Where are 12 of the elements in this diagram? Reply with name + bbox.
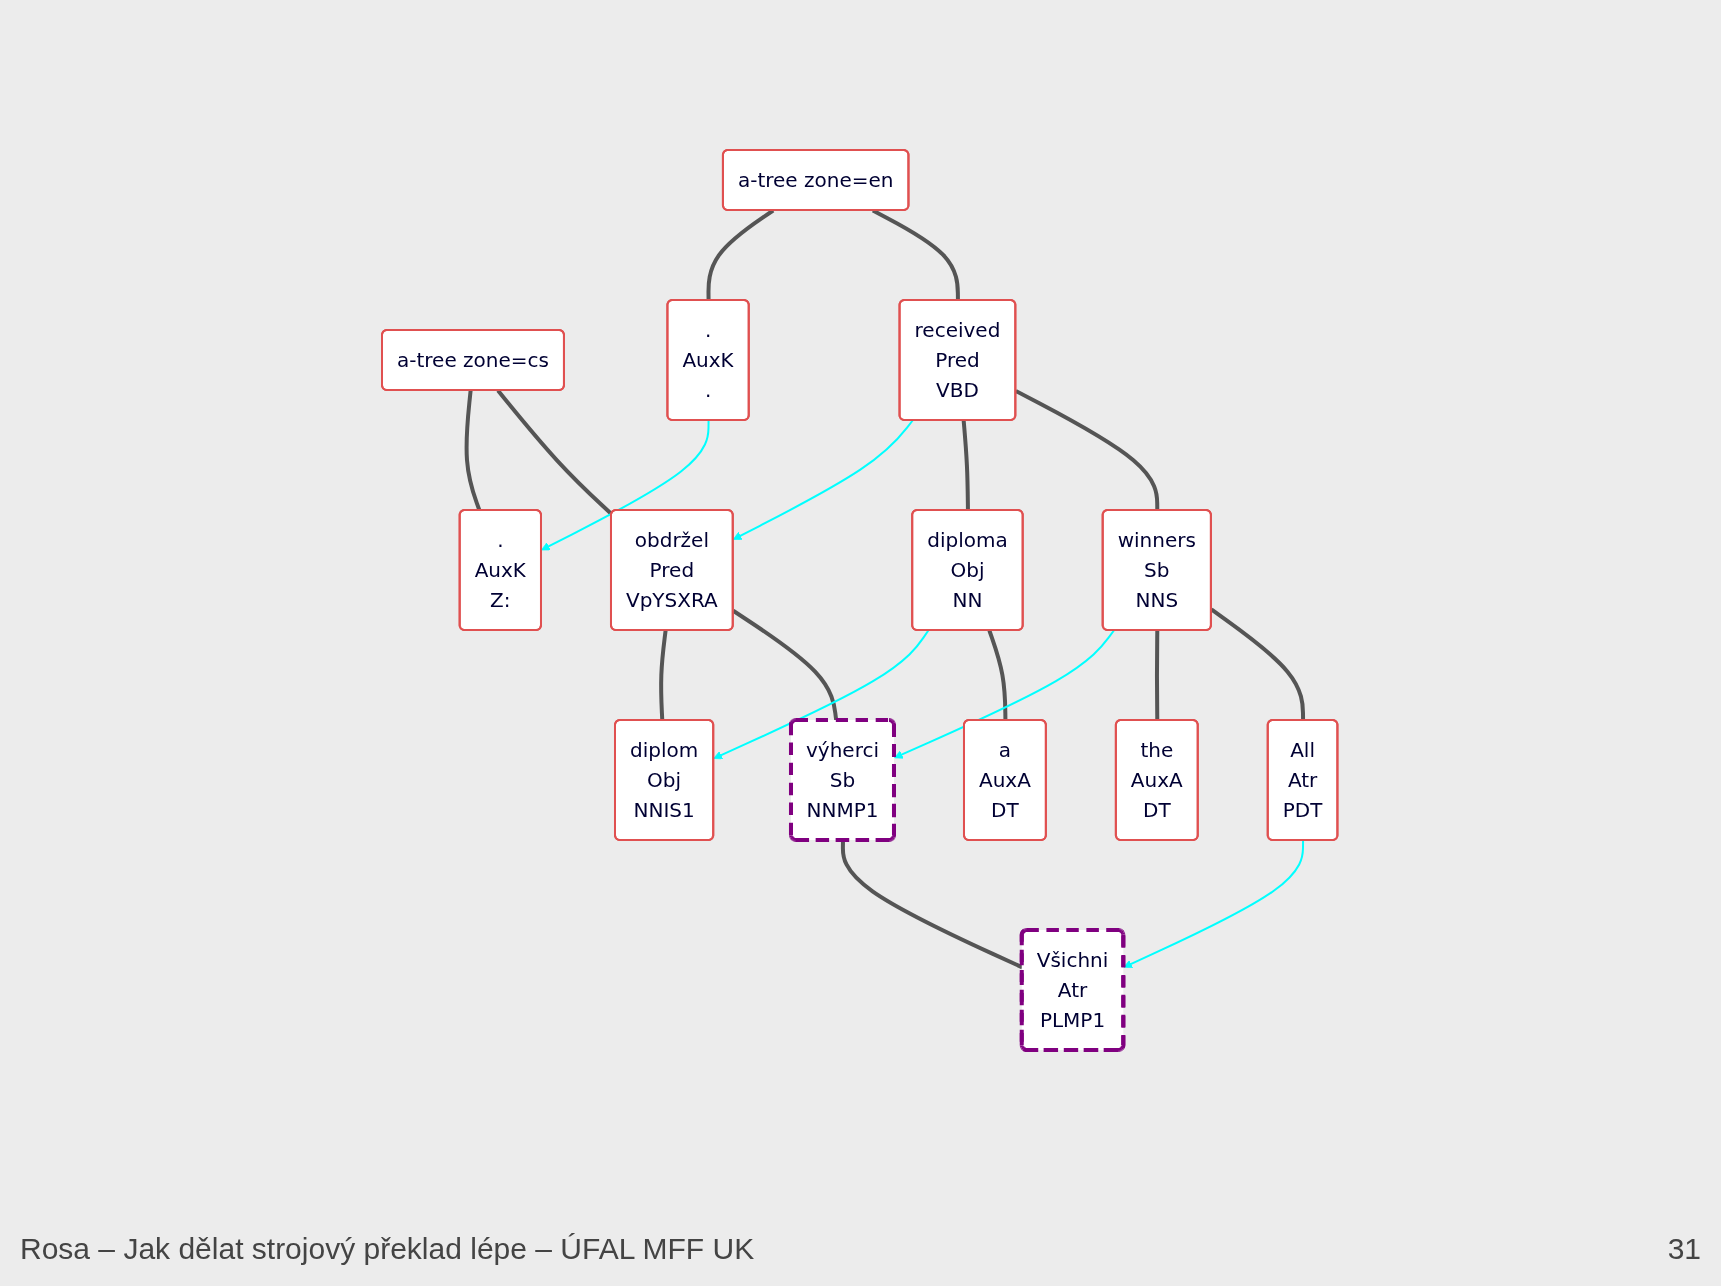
connector [464, 390, 482, 512]
arrow [733, 419, 914, 540]
arrow [541, 419, 710, 551]
page-number: 31 [1667, 1232, 1701, 1266]
connector [496, 389, 614, 516]
footer-caption: Rosa – Jak dělat strojový překlad lépe – ÚFAL MFF UK [20, 1232, 755, 1266]
connector [659, 630, 668, 721]
connector [961, 420, 971, 511]
connector [1015, 389, 1160, 511]
arrow [713, 629, 930, 760]
connector [1155, 630, 1160, 721]
connector [987, 629, 1008, 721]
